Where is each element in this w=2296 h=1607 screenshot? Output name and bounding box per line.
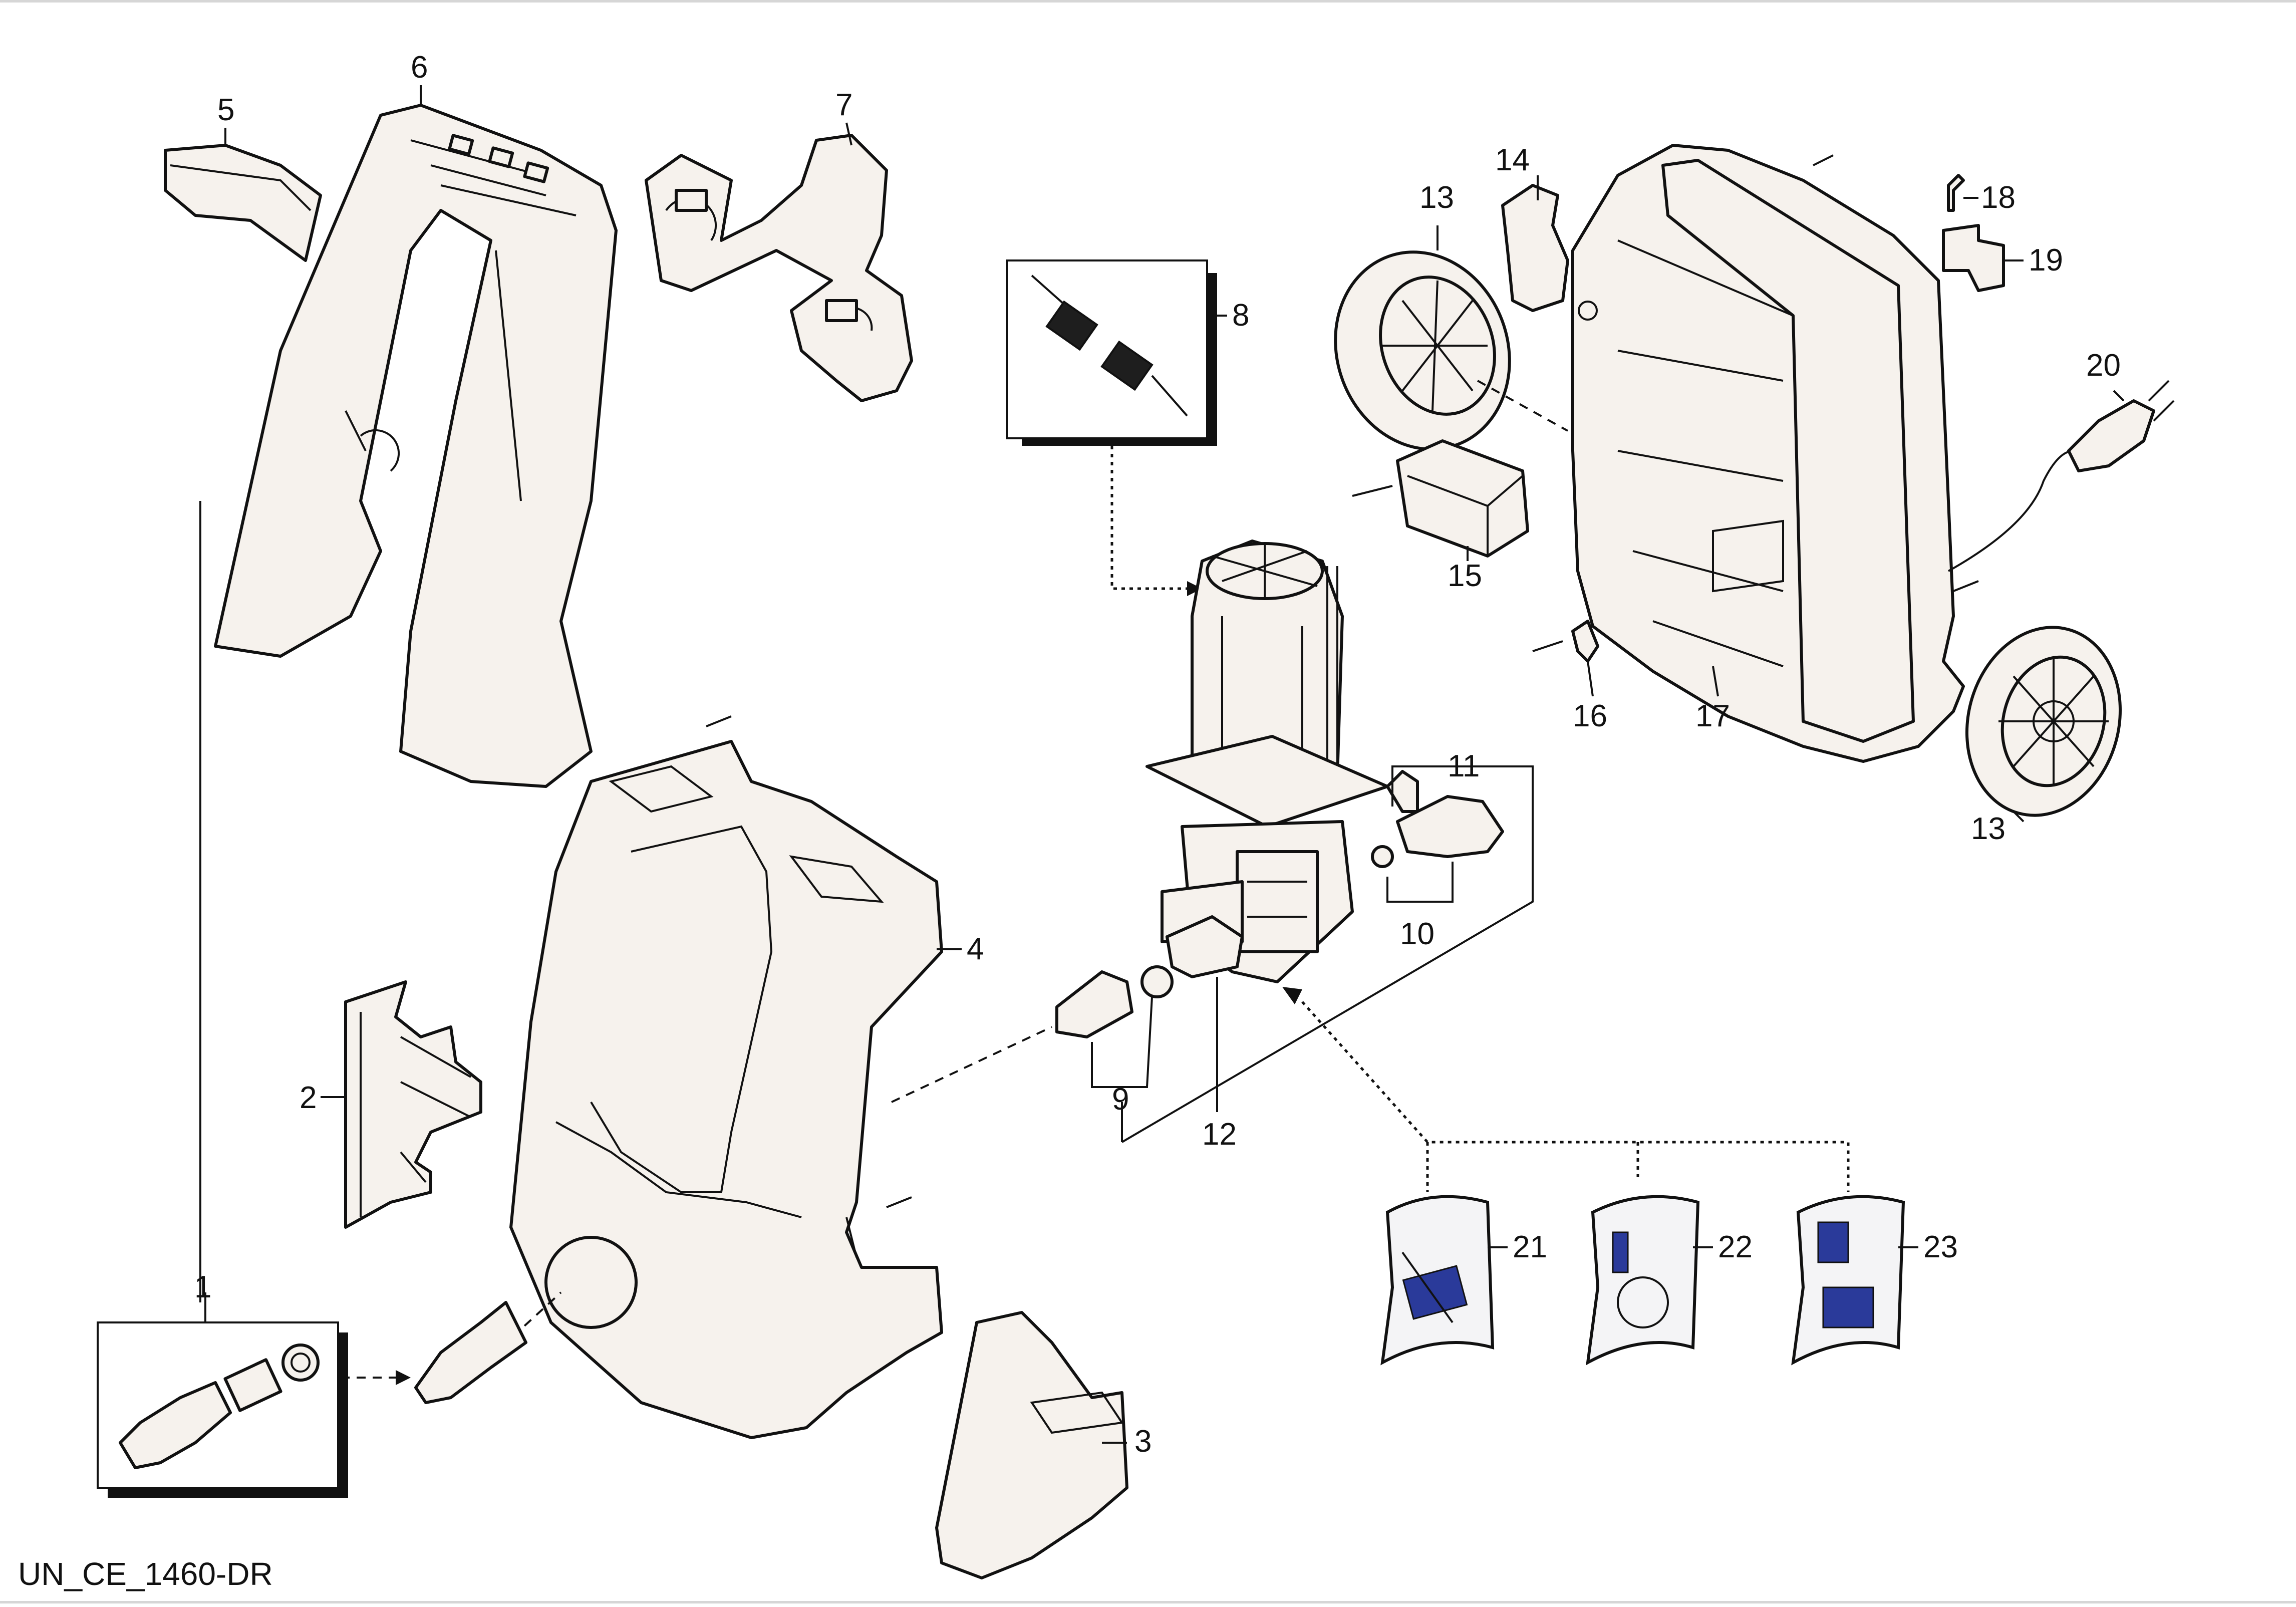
coupling-fitting[interactable] [414, 1301, 527, 1404]
part-13-wheel-lower[interactable] [1946, 610, 2141, 833]
callout-10: 10 [1400, 917, 1434, 951]
part-11-fittings[interactable] [1371, 770, 1504, 868]
callout-7: 7 [835, 88, 852, 122]
callout-6: 6 [411, 50, 428, 85]
part-18-pin[interactable] [1947, 174, 1965, 212]
callout-3: 3 [1134, 1424, 1152, 1459]
part-17-rear-chassis[interactable] [1571, 144, 1965, 763]
callout-8: 8 [1232, 298, 1249, 333]
arrow-kits [1282, 987, 1302, 1004]
part-16-small-clip[interactable] [1532, 620, 1599, 663]
top-border [0, 0, 2296, 3]
drawing-id-label: UN_CE_1460-DR [18, 1556, 273, 1592]
motor-pump-assembly[interactable] [1145, 540, 1389, 983]
part-4-front-housing[interactable] [509, 740, 962, 1439]
link-8-to-motor [1110, 446, 1192, 590]
link-1-to-housing [500, 1291, 562, 1349]
link-pump-to-kits [1301, 1001, 1850, 1192]
part-8-brush-kit[interactable] [1006, 259, 1227, 446]
part-9-fittings[interactable] [1055, 915, 1244, 1038]
callout-1: 1 [194, 1270, 211, 1304]
bottom-border [0, 1601, 2296, 1603]
callout-9: 9 [1112, 1082, 1129, 1117]
callout-4: 4 [967, 932, 984, 966]
callout-19: 19 [2029, 243, 2063, 278]
part-1-coupling-kit[interactable] [97, 1321, 348, 1498]
callout-leaders [199, 85, 2125, 1444]
leader-9 [1091, 996, 1153, 1088]
part-13-wheel-upper[interactable] [1308, 227, 1537, 474]
screws [706, 154, 1979, 1208]
callout-5: 5 [217, 93, 234, 127]
part-15-switch-box[interactable] [1352, 439, 1529, 558]
leader-10 [1386, 862, 1454, 903]
link-wheel-to-chassis [1477, 380, 1568, 432]
part-7-bracket[interactable] [645, 134, 913, 402]
leader-11 [1121, 765, 1534, 1143]
part-6-handle-frame[interactable] [214, 104, 618, 788]
part-5-grip-cover[interactable] [164, 144, 322, 262]
link-housing-to-pump [891, 1026, 1052, 1103]
callout-16: 16 [1573, 699, 1607, 733]
part-21-seal-kit[interactable] [1380, 1195, 1508, 1366]
part-22-seal-kit[interactable] [1586, 1195, 1713, 1366]
callout-2: 2 [300, 1081, 317, 1115]
part-14-clip[interactable] [1501, 184, 1569, 312]
part-2-side-panel[interactable] [344, 980, 482, 1229]
part-20-power-cord[interactable] [1948, 380, 2175, 572]
callout-12: 12 [1202, 1117, 1237, 1152]
part-19-bracket[interactable] [1942, 224, 2005, 292]
callout-17: 17 [1695, 699, 1730, 733]
callout-14: 14 [1495, 143, 1530, 177]
callout-13-lower: 13 [1971, 812, 2005, 846]
part-3-lower-cover[interactable] [935, 1311, 1128, 1579]
arrow-8 [1187, 581, 1202, 596]
callout-18: 18 [1981, 180, 2016, 215]
callout-13-upper: 13 [1419, 180, 1454, 215]
callout-22: 22 [1718, 1230, 1753, 1264]
callout-23: 23 [1923, 1230, 1958, 1264]
arrow-1 [396, 1370, 411, 1385]
callout-20: 20 [2086, 348, 2121, 383]
callout-21: 21 [1513, 1230, 1547, 1264]
part-23-seal-kit[interactable] [1791, 1195, 1918, 1366]
callout-15: 15 [1448, 559, 1482, 593]
callout-11: 11 [1448, 749, 1480, 783]
